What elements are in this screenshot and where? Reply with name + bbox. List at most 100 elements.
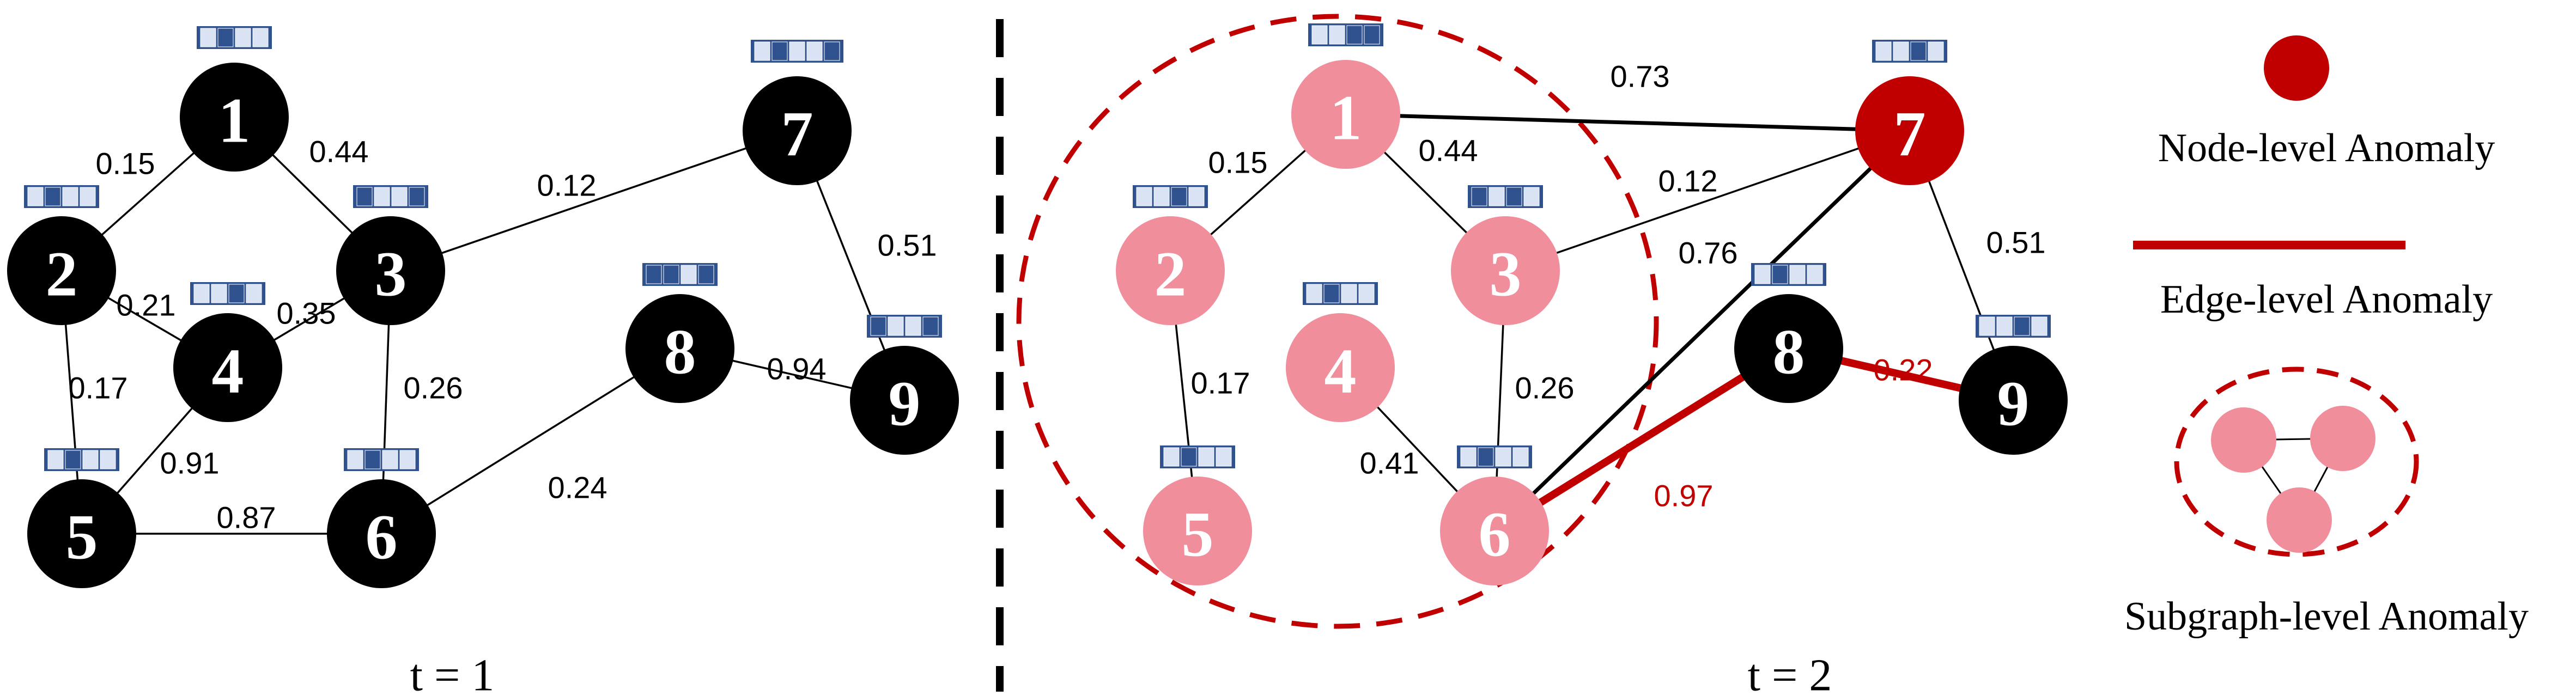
edge-weight-3-6-t2: 0.26 [1515,371,1575,405]
feature-cell-5-0-t2 [1163,447,1180,467]
edge-weight-2-5-t2: 0.17 [1191,366,1250,400]
node-2-t2 [1116,216,1225,325]
edge-weight-1-2-t1: 0.15 [96,146,155,181]
feature-cell-2-3-t1 [80,187,96,206]
edge-weight-6-8-t1: 0.24 [548,471,607,505]
edge-weight-4-5-t1: 0.91 [160,446,220,480]
feature-cell-5-3-t1 [100,450,116,469]
feature-cell-7-0-t2 [1875,41,1892,61]
feature-cell-5-3-t2 [1216,447,1232,467]
feature-cell-6-3-t1 [399,450,416,469]
feature-cell-8-2-t2 [1789,265,1806,284]
node-8-t2 [1734,294,1843,403]
feature-cell-8-1-t2 [1772,265,1788,284]
edge-weight-6-7-t2: 0.76 [1679,236,1738,270]
feature-cell-1-1-t1 [217,28,234,47]
feature-cell-3-0-t1 [356,187,373,206]
feature-cell-6-2-t2 [1495,447,1511,467]
node-label-9-t2: 9 [1997,368,2030,439]
feature-cell-1-2-t2 [1346,25,1363,45]
node-label-8-t1: 8 [664,316,696,388]
edge-6-7-t2 [1492,129,1912,533]
edge-6-8-t2 [1491,345,1793,535]
feature-cell-1-1-t2 [1329,25,1345,45]
node-label-9-t1: 9 [889,368,921,439]
feature-cell-6-0-t1 [347,450,363,469]
feature-cell-1-2-t1 [235,28,251,47]
feature-cell-2-0-t2 [1136,187,1152,206]
time-label-t2: t = 2 [1748,650,1832,696]
edge-weight-3-7-t2: 0.12 [1658,164,1718,198]
feature-cell-2-2-t2 [1171,187,1187,206]
feature-cell-3-1-t2 [1489,187,1505,206]
feature-cell-1-3-t1 [252,28,269,47]
feature-cell-9-3-t1 [922,316,939,336]
node-label-6-t1: 6 [366,502,398,573]
feature-cell-2-3-t2 [1188,187,1205,206]
edge-weight-1-3-t1: 0.44 [309,135,369,169]
node-1-t2 [1291,60,1400,169]
node-label-4-t1: 4 [212,335,244,407]
feature-cell-3-3-t1 [409,187,425,206]
node-label-1-t1: 1 [218,85,251,156]
feature-cell-8-3-t1 [698,265,714,284]
feature-cell-5-2-t2 [1198,447,1214,467]
node-6-t2 [1440,477,1549,585]
feature-cell-7-1-t1 [771,41,788,61]
node-8-t1 [625,294,734,403]
edge-weight-3-4-t1: 0.35 [277,296,336,331]
node-5-t2 [1143,477,1252,585]
edge-weight-7-9-t1: 0.51 [878,228,937,262]
feature-cell-8-0-t1 [646,265,662,284]
node-3-t1 [336,216,445,325]
feature-cell-7-3-t2 [1928,41,1944,61]
edge-weight-6-8-t2: 0.97 [1654,479,1714,513]
node-4-t1 [173,313,282,422]
node-label-3-t1: 3 [375,239,407,310]
feature-cell-8-3-t2 [1807,265,1823,284]
legend-edge-anomaly-label: Edge-level Anomaly [2160,277,2493,322]
feature-cell-3-0-t2 [1471,187,1487,206]
feature-cell-6-1-t1 [364,450,381,469]
feature-cell-4-3-t2 [1358,284,1375,303]
legend-subgraph-node-c [2267,487,2332,553]
feature-cell-7-1-t2 [1893,41,1909,61]
edge-3-7-t1 [390,130,798,272]
feature-cell-3-3-t2 [1523,187,1540,206]
edge-weight-1-7-t2: 0.73 [1611,59,1670,94]
edge-weight-8-9-t1: 0.94 [767,352,827,386]
feature-cell-2-1-t2 [1153,187,1170,206]
feature-cell-1-0-t1 [200,28,216,47]
edge-1-7-t2 [1344,112,1912,133]
feature-cell-5-2-t1 [82,450,99,469]
edge-weight-7-9-t2: 0.51 [1986,225,2046,260]
node-label-7-t2: 7 [1894,99,1926,170]
feature-cell-4-2-t2 [1341,284,1357,303]
feature-cell-2-2-t1 [62,187,78,206]
feature-cell-5-1-t1 [65,450,81,469]
feature-cell-8-1-t1 [663,265,679,284]
feature-cell-9-1-t1 [888,316,904,336]
node-7-t1 [743,76,852,185]
node-label-5-t1: 5 [66,502,98,573]
node-label-1-t2: 1 [1330,82,1362,154]
node-label-2-t2: 2 [1155,239,1187,310]
feature-cell-8-2-t1 [681,265,697,284]
feature-cell-1-0-t2 [1311,25,1328,45]
legend-subgraph-outline-icon [2174,367,2419,557]
feature-cell-3-1-t1 [374,187,390,206]
feature-cell-7-0-t1 [754,41,770,61]
edge-weight-5-6-t1: 0.87 [217,500,276,535]
edge-3-7-t2 [1504,130,1911,272]
feature-cell-2-0-t1 [27,187,44,206]
feature-cell-4-0-t1 [193,284,210,303]
node-label-6-t2: 6 [1479,499,1511,570]
node-label-2-t1: 2 [46,239,78,310]
feature-cell-3-2-t2 [1506,187,1522,206]
feature-cell-6-3-t2 [1512,447,1529,467]
feature-cell-5-1-t2 [1181,447,1197,467]
feature-cell-5-0-t1 [47,450,64,469]
subgraph-anomaly-outline [1016,14,1659,629]
edge-weight-2-5-t1: 0.17 [69,371,128,405]
feature-cell-6-2-t1 [382,450,398,469]
